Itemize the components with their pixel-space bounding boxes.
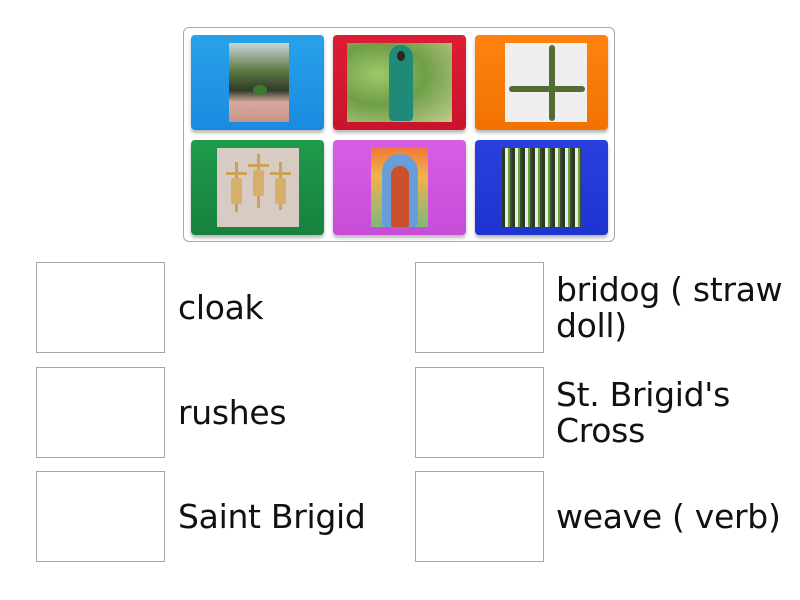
- drop-zone-saint-brigid[interactable]: [36, 471, 165, 562]
- draggable-tile-saint-brigid[interactable]: [333, 140, 466, 235]
- target-label: bridog ( straw doll): [556, 269, 783, 345]
- draggable-tile-rushes[interactable]: [475, 140, 608, 235]
- target-label: cloak: [178, 287, 264, 327]
- rushes-image: [502, 148, 582, 227]
- target-label: weave ( verb): [556, 496, 781, 536]
- draggable-tile-brigids-cross[interactable]: [475, 35, 608, 130]
- brigids-cross-image: [505, 43, 587, 122]
- drop-zone-brigids-cross[interactable]: [415, 367, 544, 458]
- target-label: rushes: [178, 392, 287, 432]
- drop-zone-weave[interactable]: [415, 471, 544, 562]
- rushes-in-hand-image: [229, 43, 289, 122]
- draggable-tile-rushes-hand[interactable]: [191, 35, 324, 130]
- target-label: Saint Brigid: [178, 496, 366, 536]
- target-label: St. Brigid's Cross: [556, 374, 730, 450]
- saint-brigid-image: [371, 148, 428, 227]
- image-tray: [183, 27, 615, 242]
- cloak-image: [347, 43, 452, 122]
- straw-dolls-image: [217, 148, 299, 227]
- drop-zone-rushes[interactable]: [36, 367, 165, 458]
- drop-zone-cloak[interactable]: [36, 262, 165, 353]
- drop-zone-bridog[interactable]: [415, 262, 544, 353]
- draggable-tile-straw-dolls[interactable]: [191, 140, 324, 235]
- draggable-tile-cloak[interactable]: [333, 35, 466, 130]
